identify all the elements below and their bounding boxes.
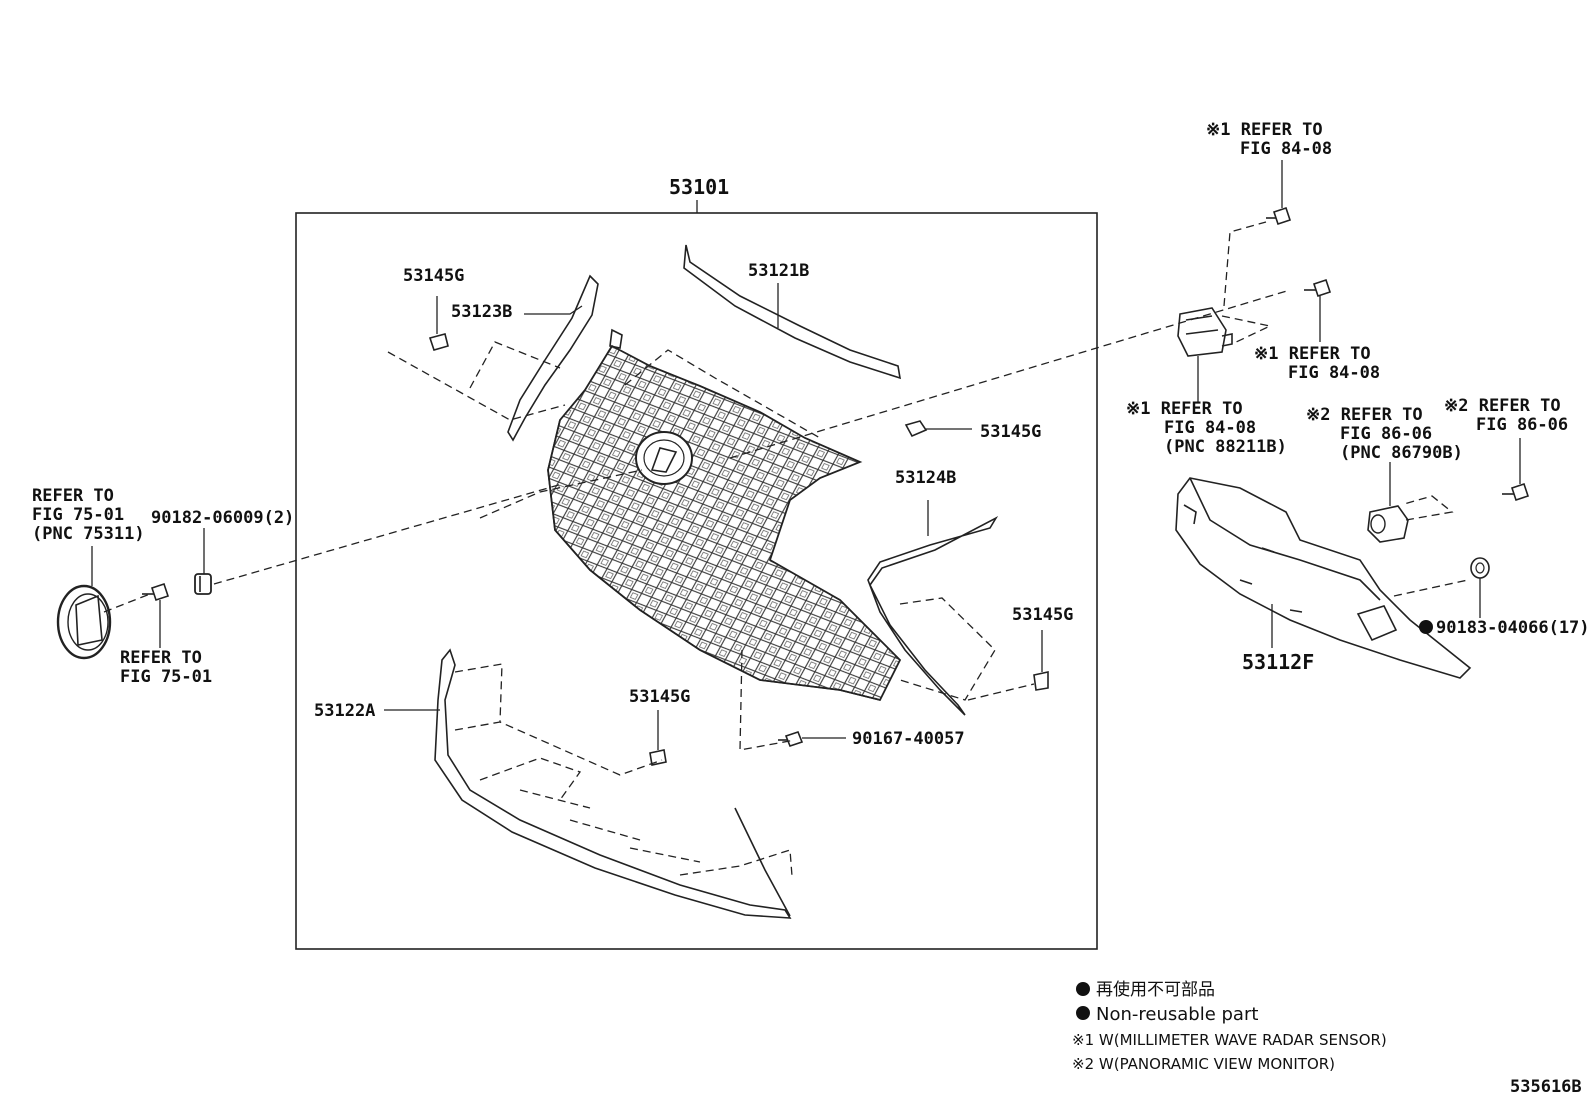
camera-bolt xyxy=(1502,438,1530,502)
lower-molding xyxy=(434,648,792,919)
ref-radar-bolt-top-line1: ※1 REFER TO xyxy=(1206,120,1323,140)
label-53121b: 53121B xyxy=(748,261,809,281)
label-53145g-c: 53145G xyxy=(1012,605,1073,625)
ref-camera-line3: (PNC 86790B) xyxy=(1340,443,1463,463)
ref-emblem-line1: REFER TO xyxy=(32,486,114,506)
label-90183: 90183-04066(17) xyxy=(1436,618,1590,638)
ref-camera-bolt-line1: ※2 REFER TO xyxy=(1444,396,1561,416)
left-molding xyxy=(507,274,599,442)
lower-cover xyxy=(1175,477,1472,679)
radar-sensor xyxy=(1177,221,1273,402)
ref-radar-line3: (PNC 88211B) xyxy=(1164,437,1287,457)
label-53145g-d: 53145G xyxy=(629,687,690,707)
legend-non-reusable-en: Non-reusable part xyxy=(1096,1004,1258,1025)
clip-b: 53145G xyxy=(904,420,1041,442)
ref-emblem-screw-line1: REFER TO xyxy=(120,648,202,668)
legend-non-reusable-jp: 再使用不可部品 xyxy=(1096,979,1215,1000)
clip-90183 xyxy=(1419,557,1490,634)
radar-bolt-mid xyxy=(1304,278,1332,342)
assembly-number-label: 53101 xyxy=(669,175,729,199)
panoramic-camera xyxy=(1367,462,1454,543)
clip-a: 53145G xyxy=(403,266,464,351)
ref-camera-bolt-line2: FIG 86-06 xyxy=(1476,415,1568,435)
right-molding xyxy=(867,515,999,716)
ref-radar-line2: FIG 84-08 xyxy=(1164,418,1256,438)
label-53112f: 53112F xyxy=(1242,650,1314,674)
non-reusable-marker xyxy=(1419,620,1433,634)
ref-emblem-line2: FIG 75-01 xyxy=(32,505,124,525)
legend-note2: ※2 W(PANORAMIC VIEW MONITOR) xyxy=(1072,1055,1335,1073)
label-53122a: 53122A xyxy=(314,701,375,721)
label-53145g-a: 53145G xyxy=(403,266,464,286)
label-90182: 90182-06009(2) xyxy=(151,508,294,528)
legend-note1: ※1 W(MILLIMETER WAVE RADAR SENSOR) xyxy=(1072,1031,1387,1049)
nut-90182 xyxy=(194,483,563,595)
ref-radar-line1: ※1 REFER TO xyxy=(1126,399,1243,419)
ref-camera-line2: FIG 86-06 xyxy=(1340,424,1432,444)
ref-emblem-line3: (PNC 75311) xyxy=(32,524,145,544)
screw-90167: 90167-40057 xyxy=(778,729,965,749)
drawing-code: 535616B xyxy=(1510,1077,1582,1097)
grille-mesh xyxy=(547,328,902,702)
ref-radar-bolt-mid-line1: ※1 REFER TO xyxy=(1254,344,1371,364)
legend: 再使用不可部品 Non-reusable part ※1 W(MILLIMETE… xyxy=(1072,979,1387,1073)
label-53124b: 53124B xyxy=(895,468,956,488)
emblem xyxy=(56,584,112,660)
clip-c: 53145G xyxy=(967,605,1073,701)
label-53145g-b: 53145G xyxy=(980,422,1041,442)
ref-radar-bolt-top-line2: FIG 84-08 xyxy=(1240,139,1332,159)
ref-emblem-screw-line2: FIG 75-01 xyxy=(120,667,212,687)
assembly-guides xyxy=(387,341,996,877)
upper-molding xyxy=(683,244,902,380)
clip-d: 53145G xyxy=(629,687,690,766)
label-90167: 90167-40057 xyxy=(852,729,965,749)
radar-bolt-top xyxy=(1266,160,1292,226)
ref-radar-bolt-mid-line2: FIG 84-08 xyxy=(1288,363,1380,383)
emblem-screw xyxy=(103,582,170,648)
label-53123b: 53123B xyxy=(451,302,512,322)
ref-camera-line1: ※2 REFER TO xyxy=(1306,405,1423,425)
